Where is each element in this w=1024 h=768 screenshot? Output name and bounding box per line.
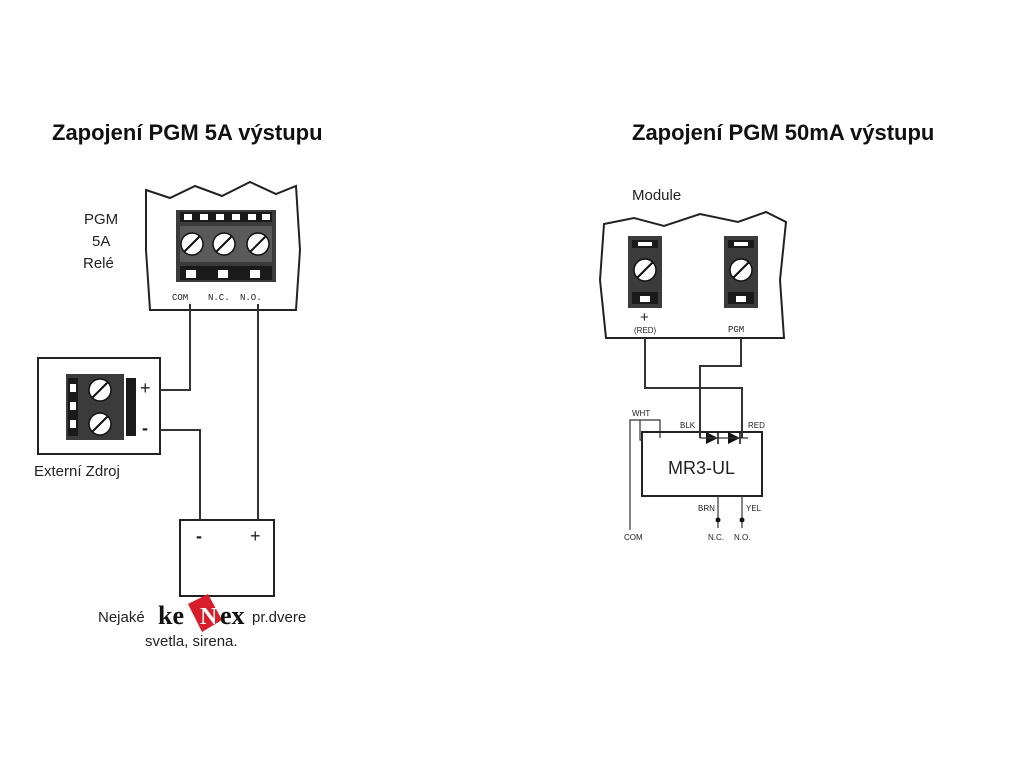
wire-wht-com <box>629 419 661 530</box>
out-no-label: N.O. <box>734 533 750 542</box>
wire-com-to-supply-plus <box>160 304 191 391</box>
module-board <box>598 210 788 339</box>
terminal-nc: N.C. <box>208 293 230 303</box>
relay-terminal-block <box>176 210 276 282</box>
supply-minus: - <box>142 418 148 438</box>
module-terminal-pgm <box>724 236 758 308</box>
supply-label: Externí Zdroj <box>34 463 120 480</box>
load-caption-a: Nejaké <box>98 609 145 626</box>
screw-icon <box>212 232 236 256</box>
term-pgm-label: PGM <box>728 325 744 335</box>
terminal-com: COM <box>172 293 188 303</box>
wire-yel-label: YEL <box>746 504 762 513</box>
terminal-labels: COM N.C. N.O. <box>172 293 262 303</box>
supply-terminal-block <box>66 374 136 440</box>
screw-icon <box>88 412 112 436</box>
mr3-relay-box <box>641 431 763 497</box>
wire-supply-minus-to-load <box>160 429 201 520</box>
load-caption-b: pr.dvere <box>252 609 306 626</box>
relay-name: MR3-UL <box>668 458 735 478</box>
screw-icon <box>633 258 657 282</box>
relay-label: PGM 5A Relé <box>83 211 118 272</box>
wire-red-label: RED <box>748 421 765 430</box>
logo-n-mark <box>188 594 222 632</box>
wire-wht-label: WHT <box>632 409 650 418</box>
screw-icon <box>88 378 112 402</box>
logo-letter-icon: N <box>200 604 218 630</box>
logo-text-a: ke <box>158 601 184 630</box>
term-plus-label: + <box>640 309 649 326</box>
load-plus: + <box>250 526 261 546</box>
wire-blk-label: BLK <box>680 421 696 430</box>
node-dot-nc <box>715 517 721 523</box>
wire-plus-to-red <box>644 338 743 438</box>
right-title: Zapojení PGM 50mA výstupu <box>632 120 934 145</box>
terminal-no: N.O. <box>240 293 262 303</box>
out-com-label: COM <box>624 533 643 542</box>
load-minus: - <box>196 526 202 546</box>
screw-icon <box>729 258 753 282</box>
wire-pgm-to-blk <box>699 338 742 438</box>
module-label: Module <box>632 187 681 204</box>
relay-label-line3: Relé <box>83 255 114 272</box>
load-box <box>179 519 275 597</box>
wire-brn-label: BRN <box>698 504 715 513</box>
logo-text-b: ex <box>220 601 245 630</box>
left-title: Zapojení PGM 5A výstupu <box>52 120 323 145</box>
node-dot-no <box>739 517 745 523</box>
kenex-logo: ke N ex <box>156 594 248 632</box>
load-caption-line2: svetla, sirena. <box>145 633 238 650</box>
relay-label-line1: PGM <box>84 211 118 228</box>
module-terminal-plus <box>628 236 662 308</box>
out-nc-label: N.C. <box>708 533 724 542</box>
relay-label-line2: 5A <box>92 233 110 250</box>
screw-icon <box>246 232 270 256</box>
wire-wht-inner <box>639 420 642 441</box>
term-red-label: (RED) <box>634 326 657 335</box>
screw-icon <box>180 232 204 256</box>
supply-plus: + <box>140 378 151 398</box>
